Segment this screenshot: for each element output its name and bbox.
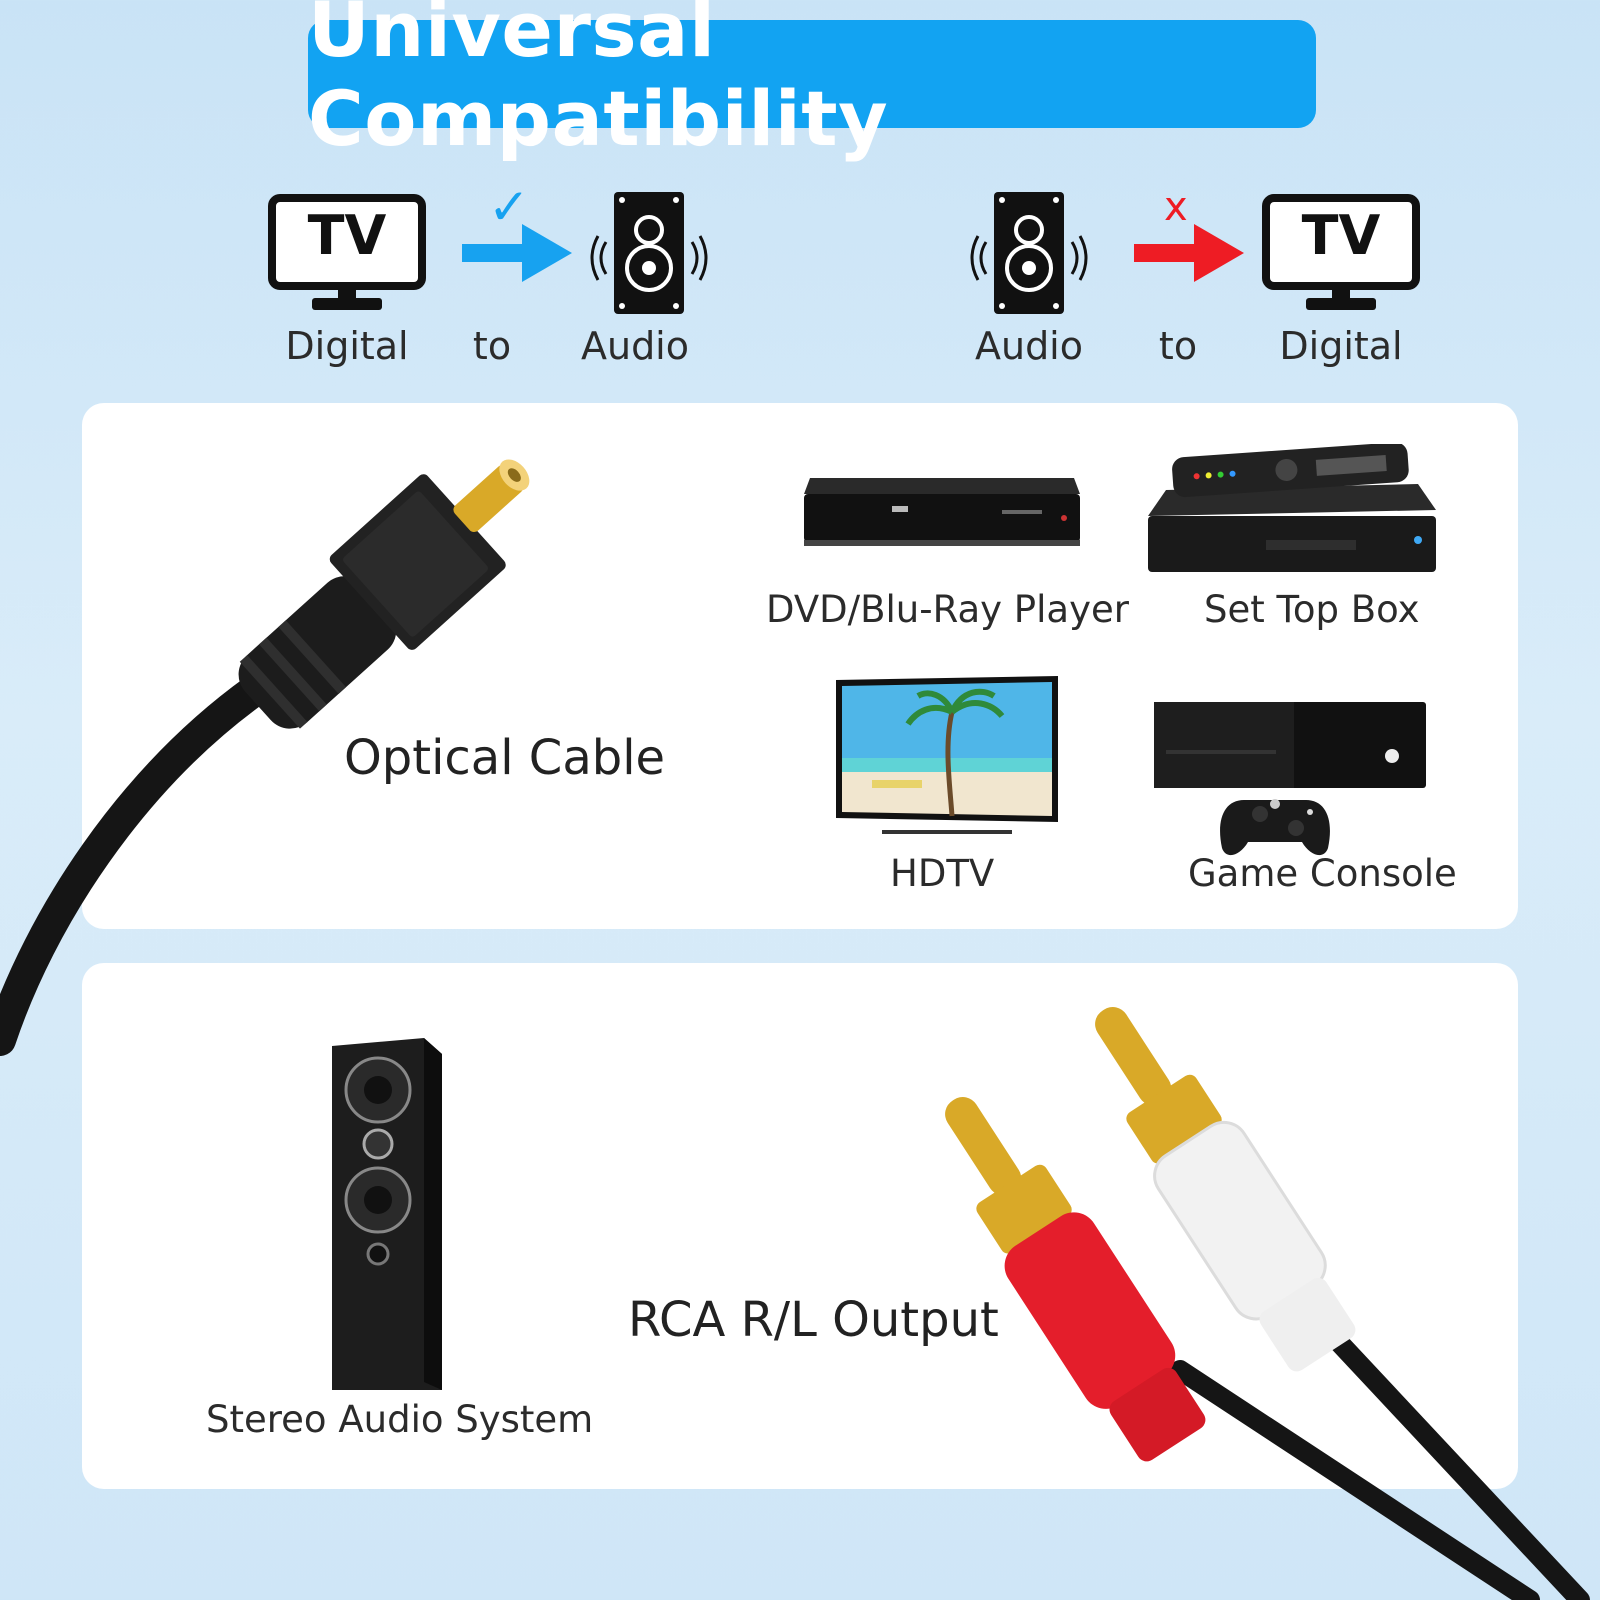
device-label: Set Top Box — [1204, 588, 1420, 631]
page-title: Universal Compatibility — [308, 0, 889, 163]
device-label: DVD/Blu-Ray Player — [766, 588, 1129, 631]
flow-target-label: Audio — [580, 324, 689, 368]
flow-source-label: Audio — [974, 324, 1083, 368]
stereo-system-label: Stereo Audio System — [206, 1398, 594, 1441]
flow-connector-label: to — [472, 324, 512, 368]
device-label: Game Console — [1188, 852, 1457, 895]
tv-icon: TV — [1262, 194, 1420, 316]
bluray-player-icon — [802, 470, 1082, 556]
flow-connector-label: to — [1158, 324, 1198, 368]
arrow-right-icon — [462, 222, 572, 288]
optical-cable-icon — [0, 400, 600, 1064]
set-top-box-icon — [1146, 442, 1436, 584]
title-banner: Universal Compatibility — [308, 0, 1316, 163]
game-console-icon — [1152, 700, 1428, 864]
tower-speaker-icon — [324, 1036, 454, 1396]
tv-icon-text: TV — [307, 204, 387, 267]
speaker-icon — [586, 190, 712, 320]
device-label: HDTV — [890, 852, 995, 895]
speaker-icon — [966, 190, 1092, 320]
flow-source-label: Digital — [285, 324, 409, 368]
arrow-right-icon — [1134, 222, 1244, 288]
cross-icon: x — [1164, 184, 1188, 230]
hdtv-icon — [832, 676, 1062, 850]
tv-icon: TV — [268, 194, 426, 316]
optical-cable-label: Optical Cable — [344, 730, 666, 786]
rca-output-label: RCA R/L Output — [628, 1292, 999, 1348]
rca-plugs-icon — [930, 990, 1600, 1600]
flow-target-label: Digital — [1279, 324, 1403, 368]
tv-icon-text: TV — [1301, 204, 1381, 267]
